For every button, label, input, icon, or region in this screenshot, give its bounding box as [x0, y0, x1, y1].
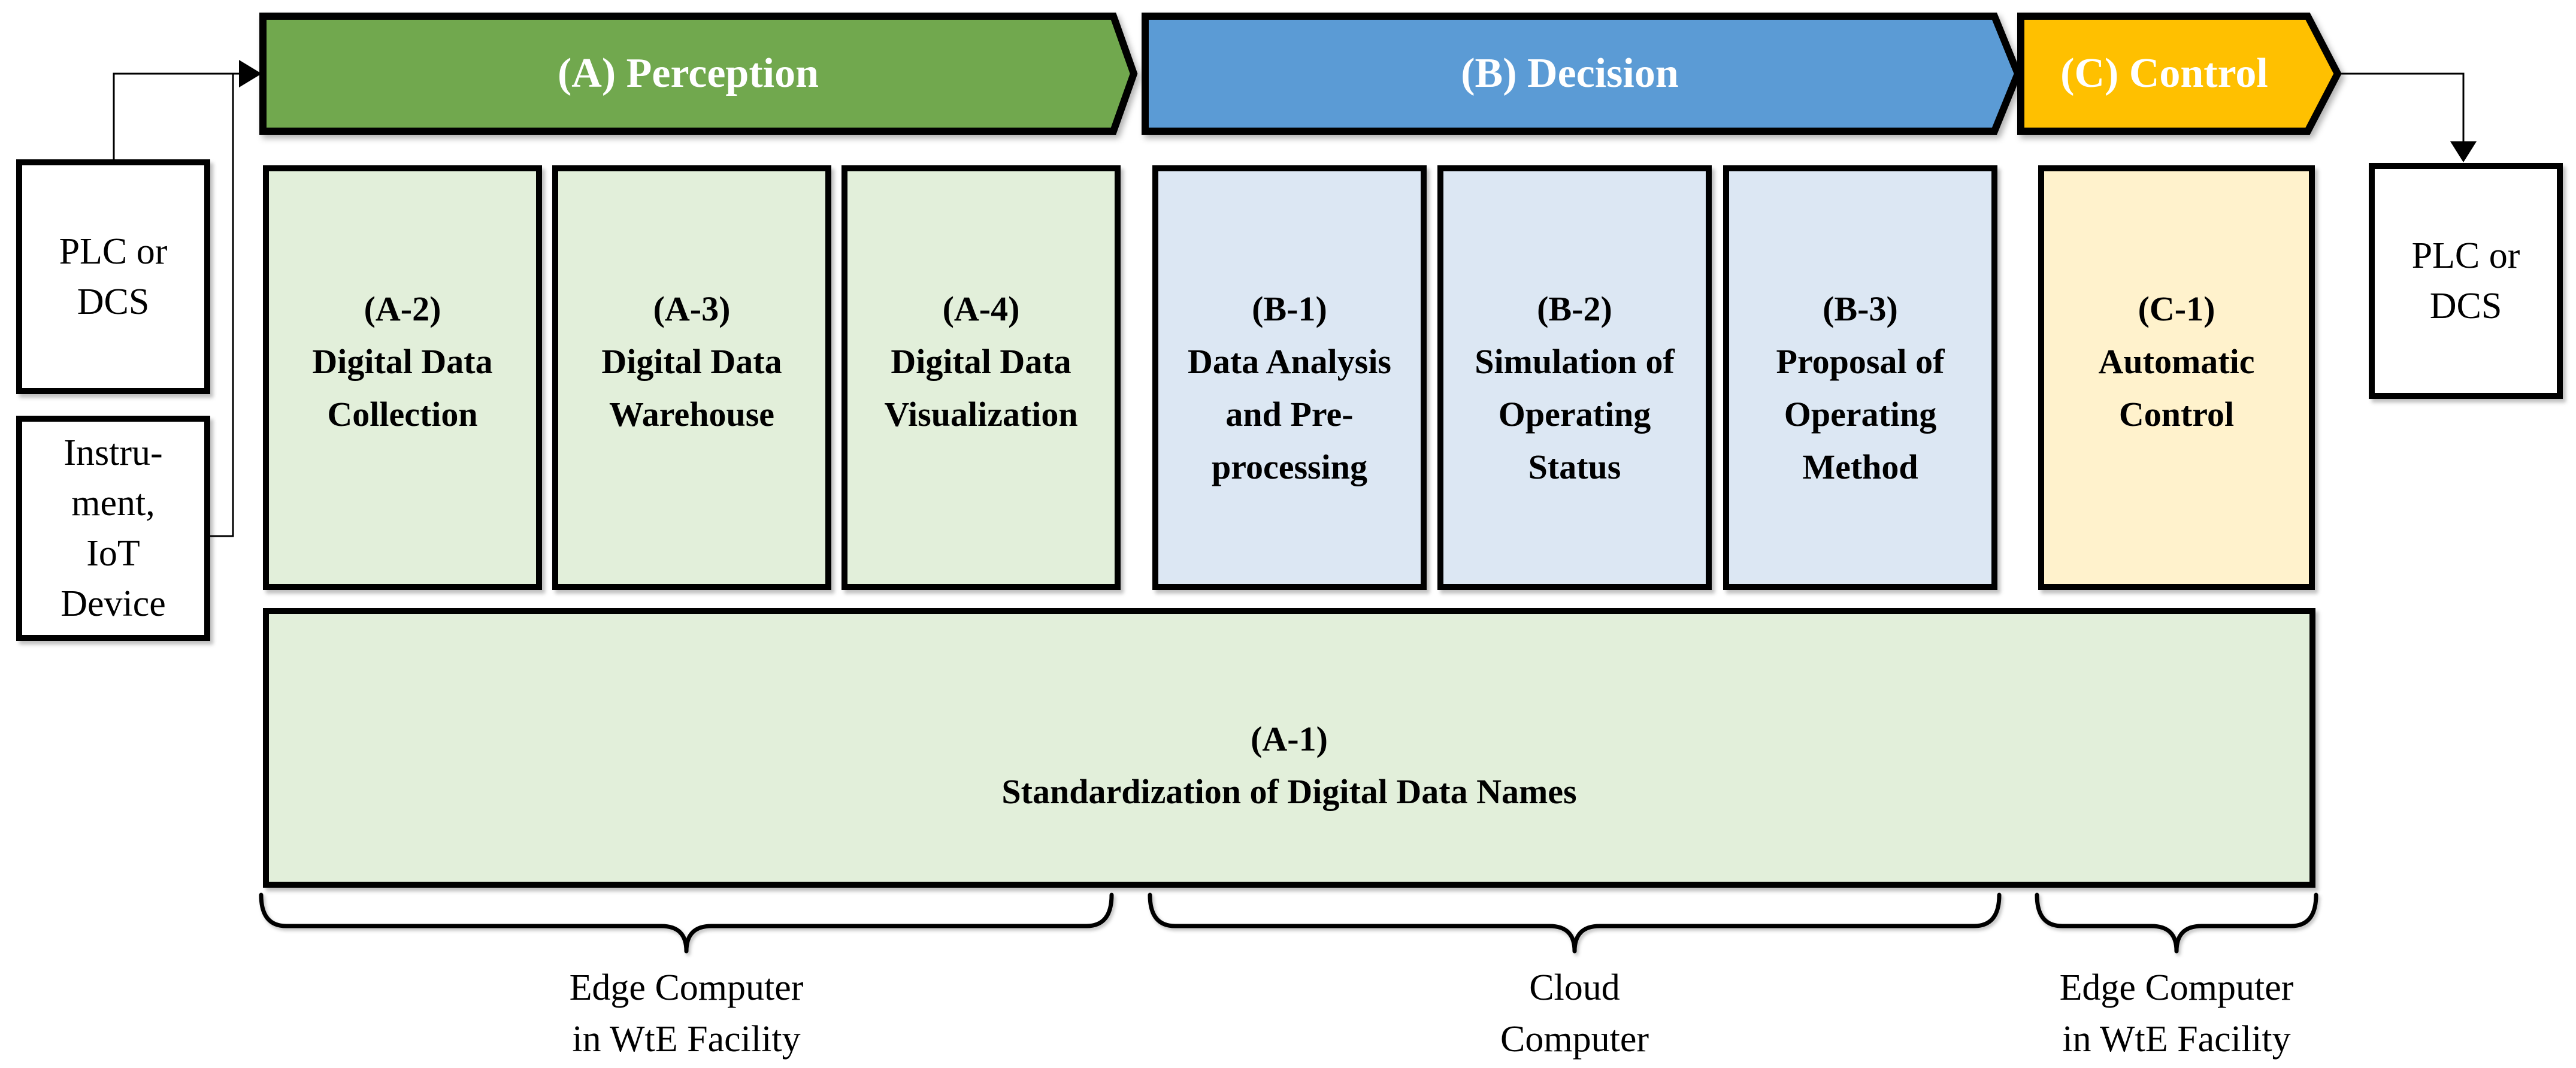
box-b3-label: (B-3) Proposal of Operating Method	[1776, 289, 1945, 486]
box-a3-digital-data-warehouse: (A-3) Digital Data Warehouse	[552, 165, 831, 590]
box-plc-left-label: PLC or DCS	[59, 231, 168, 322]
box-b2-simulation: (B-2) Simulation of Operating Status	[1437, 165, 1712, 590]
stage-arrow-perception	[259, 13, 1138, 135]
brace-edge-computer-right	[2035, 892, 2318, 954]
brace-edge-computer-left	[259, 892, 1114, 954]
connector-left-plc-to-perception	[113, 72, 240, 159]
box-a3-label: (A-3) Digital Data Warehouse	[601, 289, 782, 434]
label-cloud-computer: Cloud Computer	[1500, 967, 1649, 1060]
connector-instrument-to-perception	[210, 74, 234, 537]
box-a2-digital-data-collection: (A-2) Digital Data Collection	[263, 165, 542, 590]
box-plc-left: PLC or DCS	[16, 159, 210, 394]
box-plc-right: PLC or DCS	[2369, 163, 2563, 399]
box-a2-label: (A-2) Digital Data Collection	[312, 289, 493, 434]
box-a4-digital-data-visualization: (A-4) Digital Data Visualization	[841, 165, 1121, 590]
label-edge-computer-right: Edge Computer in WtE Facility	[2059, 967, 2294, 1060]
box-a4-label: (A-4) Digital Data Visualization	[884, 289, 1078, 434]
box-plc-right-label: PLC or DCS	[2411, 235, 2520, 326]
box-b2-label: (B-2) Simulation of Operating Status	[1475, 289, 1675, 486]
box-instrument-label: Instru- ment, IoT Device	[60, 432, 166, 624]
box-a1-label: (A-1) Standardization of Digital Data Na…	[1001, 719, 1577, 811]
stage-label-decision: (B) Decision	[1461, 50, 1679, 96]
brace-cloud-computer	[1148, 892, 2002, 954]
stage-label-perception: (A) Perception	[557, 50, 819, 96]
box-b1-data-analysis: (B-1) Data Analysis and Pre- processing	[1152, 165, 1427, 590]
arrowhead-into-perception-icon	[239, 60, 262, 87]
box-instrument-iot-device: Instru- ment, IoT Device	[16, 416, 210, 641]
arrowhead-into-right-plc-icon	[2450, 141, 2477, 162]
connector-control-to-right-plc	[2338, 72, 2465, 145]
stage-arrow-decision	[1142, 13, 2022, 135]
box-c1-automatic-control: (C-1) Automatic Control	[2038, 165, 2315, 590]
stage-label-control: (C) Control	[2060, 50, 2268, 96]
label-edge-computer-left: Edge Computer in WtE Facility	[569, 967, 804, 1060]
box-c1-label: (C-1) Automatic Control	[2098, 289, 2255, 434]
stage-arrow-control	[2017, 13, 2342, 135]
box-b1-label: (B-1) Data Analysis and Pre- processing	[1187, 289, 1391, 486]
box-b3-proposal: (B-3) Proposal of Operating Method	[1723, 165, 1997, 590]
box-a1-standardization: (A-1) Standardization of Digital Data Na…	[263, 608, 2315, 888]
